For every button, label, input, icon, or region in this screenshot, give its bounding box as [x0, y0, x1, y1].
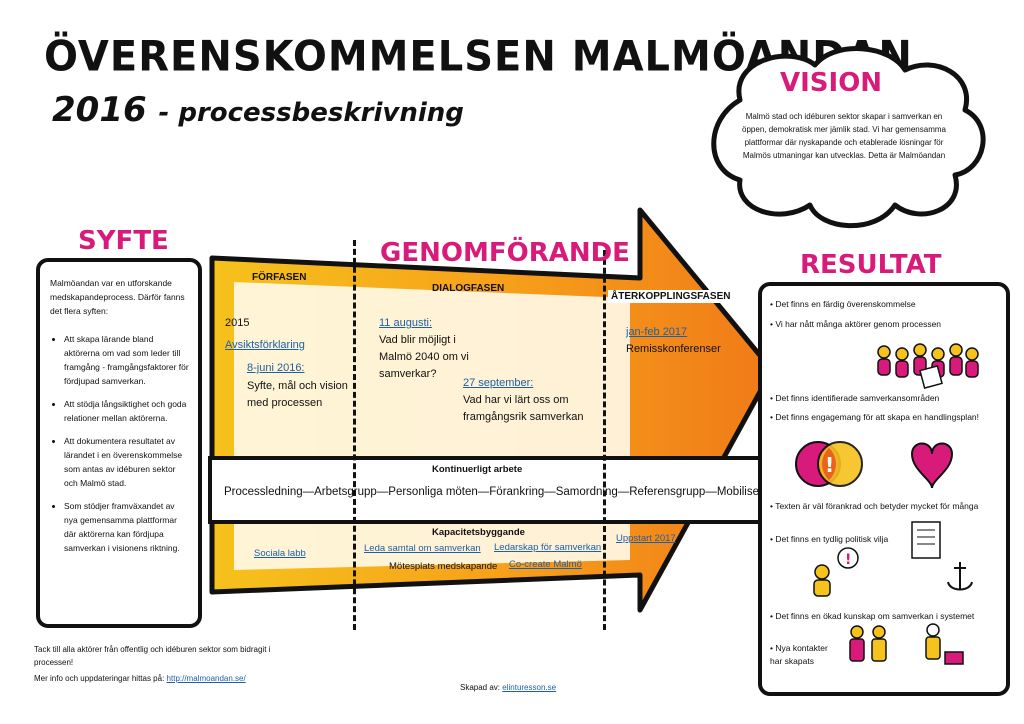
- people-contact-illustration: [849, 623, 964, 665]
- toolbox-icon: [944, 651, 964, 665]
- resultat-item: • Det finns en tydlig politisk vilja: [770, 534, 889, 544]
- resultat-item: • Det finns en ökad kunskap om samverkan…: [770, 611, 975, 621]
- resultat-item-text: Vi har nått många aktörer genom processe…: [775, 319, 942, 329]
- heart-icon: [910, 442, 954, 489]
- anchor-icon: [947, 562, 973, 591]
- syfte-bullet: Att stödja långsiktighet och goda relati…: [64, 397, 190, 425]
- forfasen-date[interactable]: 8-juni 2016:: [247, 362, 305, 374]
- footer-creator-link[interactable]: elinturesson.se: [502, 683, 557, 692]
- syfte-bullet: Som stödjer framväxandet av nya gemensam…: [64, 499, 190, 555]
- vision-cloud: [711, 46, 986, 229]
- phase-aterkoppling: ÅTERKOPPLINGSFASEN: [608, 290, 734, 303]
- motesplats-text: Mötesplats medskapande: [389, 561, 498, 572]
- svg-text:!: !: [825, 453, 834, 477]
- syfte-intro: Malmöandan var en utforskande medskapand…: [50, 278, 185, 316]
- uppstart-link[interactable]: Uppstart 2017: [616, 533, 676, 544]
- resultat-item-text: Det finns engagemang för att skapa en ha…: [775, 412, 980, 422]
- vision-heading: VISION: [780, 68, 883, 98]
- venn-heart-illustration: !: [795, 441, 954, 489]
- forfasen-link[interactable]: Avsiktsförklaring: [225, 339, 305, 351]
- process-arrow: [208, 207, 775, 613]
- aterkoppling-date[interactable]: jan-feb 2017: [626, 326, 688, 338]
- dialog-text1: Vad blir möjligt i Malmö 2040 om vi samv…: [379, 334, 469, 380]
- person-icon: [926, 623, 940, 637]
- footer-created-label: Skapad av:: [460, 683, 501, 692]
- footer-thanks: Tack till alla aktörer från offentlig oc…: [34, 645, 271, 667]
- footer-more-info-label: Mer info och uppdateringar hittas på:: [34, 674, 165, 683]
- syfte-box: Malmöandan var en utforskande medskapand…: [36, 258, 202, 628]
- person-icon: [814, 564, 830, 580]
- subtitle-year: 2016: [52, 90, 147, 130]
- resultat-item: • Det finns identifierade samverkansområ…: [770, 393, 940, 403]
- syfte-bullet: Att skapa lärande bland aktörerna om vad…: [64, 332, 190, 388]
- forfasen-year: 2015: [225, 317, 250, 329]
- resultat-item: • Det finns en färdig överenskommelse: [770, 299, 916, 309]
- cocreate-link[interactable]: Co-create Malmö: [509, 559, 582, 570]
- phase-divider: [353, 240, 356, 630]
- footer-created: Skapad av: elinturesson.se: [460, 683, 556, 692]
- subtitle-text: - processbeskrivning: [158, 98, 464, 128]
- dialog-text2: Vad har vi lärt oss om framgångsrik samv…: [463, 394, 584, 423]
- politics-illustration: !: [813, 521, 973, 597]
- kontinuerligt-text: Processledning—Arbetsgrupp—Personliga mö…: [224, 486, 779, 498]
- syfte-list: Att skapa lärande bland aktörerna om vad…: [50, 332, 190, 555]
- footer-url-link[interactable]: http://malmoandan.se/: [166, 674, 246, 683]
- resultat-item: • Vi har nått många aktörer genom proces…: [770, 319, 942, 329]
- svg-text:!: !: [845, 552, 851, 568]
- resultat-item: • Texten är väl förankrad och betyder my…: [770, 501, 979, 511]
- syfte-heading: SYFTE: [78, 226, 169, 256]
- syfte-bullet: Att dokumentera resultatet av lärandet i…: [64, 434, 190, 490]
- resultat-item: • Det finns engagemang för att skapa en …: [770, 412, 980, 422]
- resultat-item-text: Det finns en färdig överenskommelse: [775, 299, 916, 309]
- speech-bubble-icon: [837, 547, 859, 569]
- sociala-labb-link[interactable]: Sociala labb: [254, 548, 306, 559]
- resultat-item-text: Texten är väl förankrad och betyder myck…: [775, 501, 979, 511]
- resultat-heading: RESULTAT: [800, 250, 942, 280]
- aterkoppling-text: Remisskonferenser: [626, 343, 721, 355]
- leda-samtal-link[interactable]: Leda samtal om samverkan: [364, 543, 481, 554]
- document-icon: [911, 521, 941, 559]
- dialog-date2[interactable]: 27 september:: [463, 377, 534, 389]
- vision-text: Malmö stad och idéburen sektor skapar i …: [742, 112, 946, 160]
- phase-dialogfasen: DIALOGFASEN: [432, 283, 505, 294]
- kapacitet-heading: Kapacitetsbyggande: [432, 527, 525, 538]
- ledarskap-link[interactable]: Ledarskap för samverkan: [494, 542, 602, 553]
- footer-more-info: Mer info och uppdateringar hittas på: ht…: [34, 674, 246, 683]
- person-icon: [850, 625, 864, 639]
- genomforande-heading: GENOMFÖRANDE: [380, 238, 630, 268]
- kontinuerligt-heading: Kontinuerligt arbete: [432, 464, 523, 475]
- page-subtitle: 2016 - processbeskrivning: [52, 90, 464, 130]
- resultat-item: • Nya kontakter har skapats: [770, 643, 828, 666]
- resultat-item-text: Det finns identifierade samverkansområde…: [775, 393, 940, 403]
- resultat-item-text: Det finns en tydlig politisk vilja: [775, 534, 889, 544]
- person-icon: [872, 625, 886, 639]
- dialog-date1[interactable]: 11 augusti:: [379, 317, 433, 329]
- phase-divider: [603, 250, 606, 630]
- resultat-item-text: Det finns en ökad kunskap om samverkan i…: [775, 611, 975, 621]
- forfasen-text: Syfte, mål och vision med processen: [247, 380, 348, 409]
- people-group-icon: [877, 343, 979, 389]
- resultat-item-text: Nya kontakter har skapats: [770, 643, 828, 666]
- phase-forfasen: FÖRFASEN: [252, 272, 307, 283]
